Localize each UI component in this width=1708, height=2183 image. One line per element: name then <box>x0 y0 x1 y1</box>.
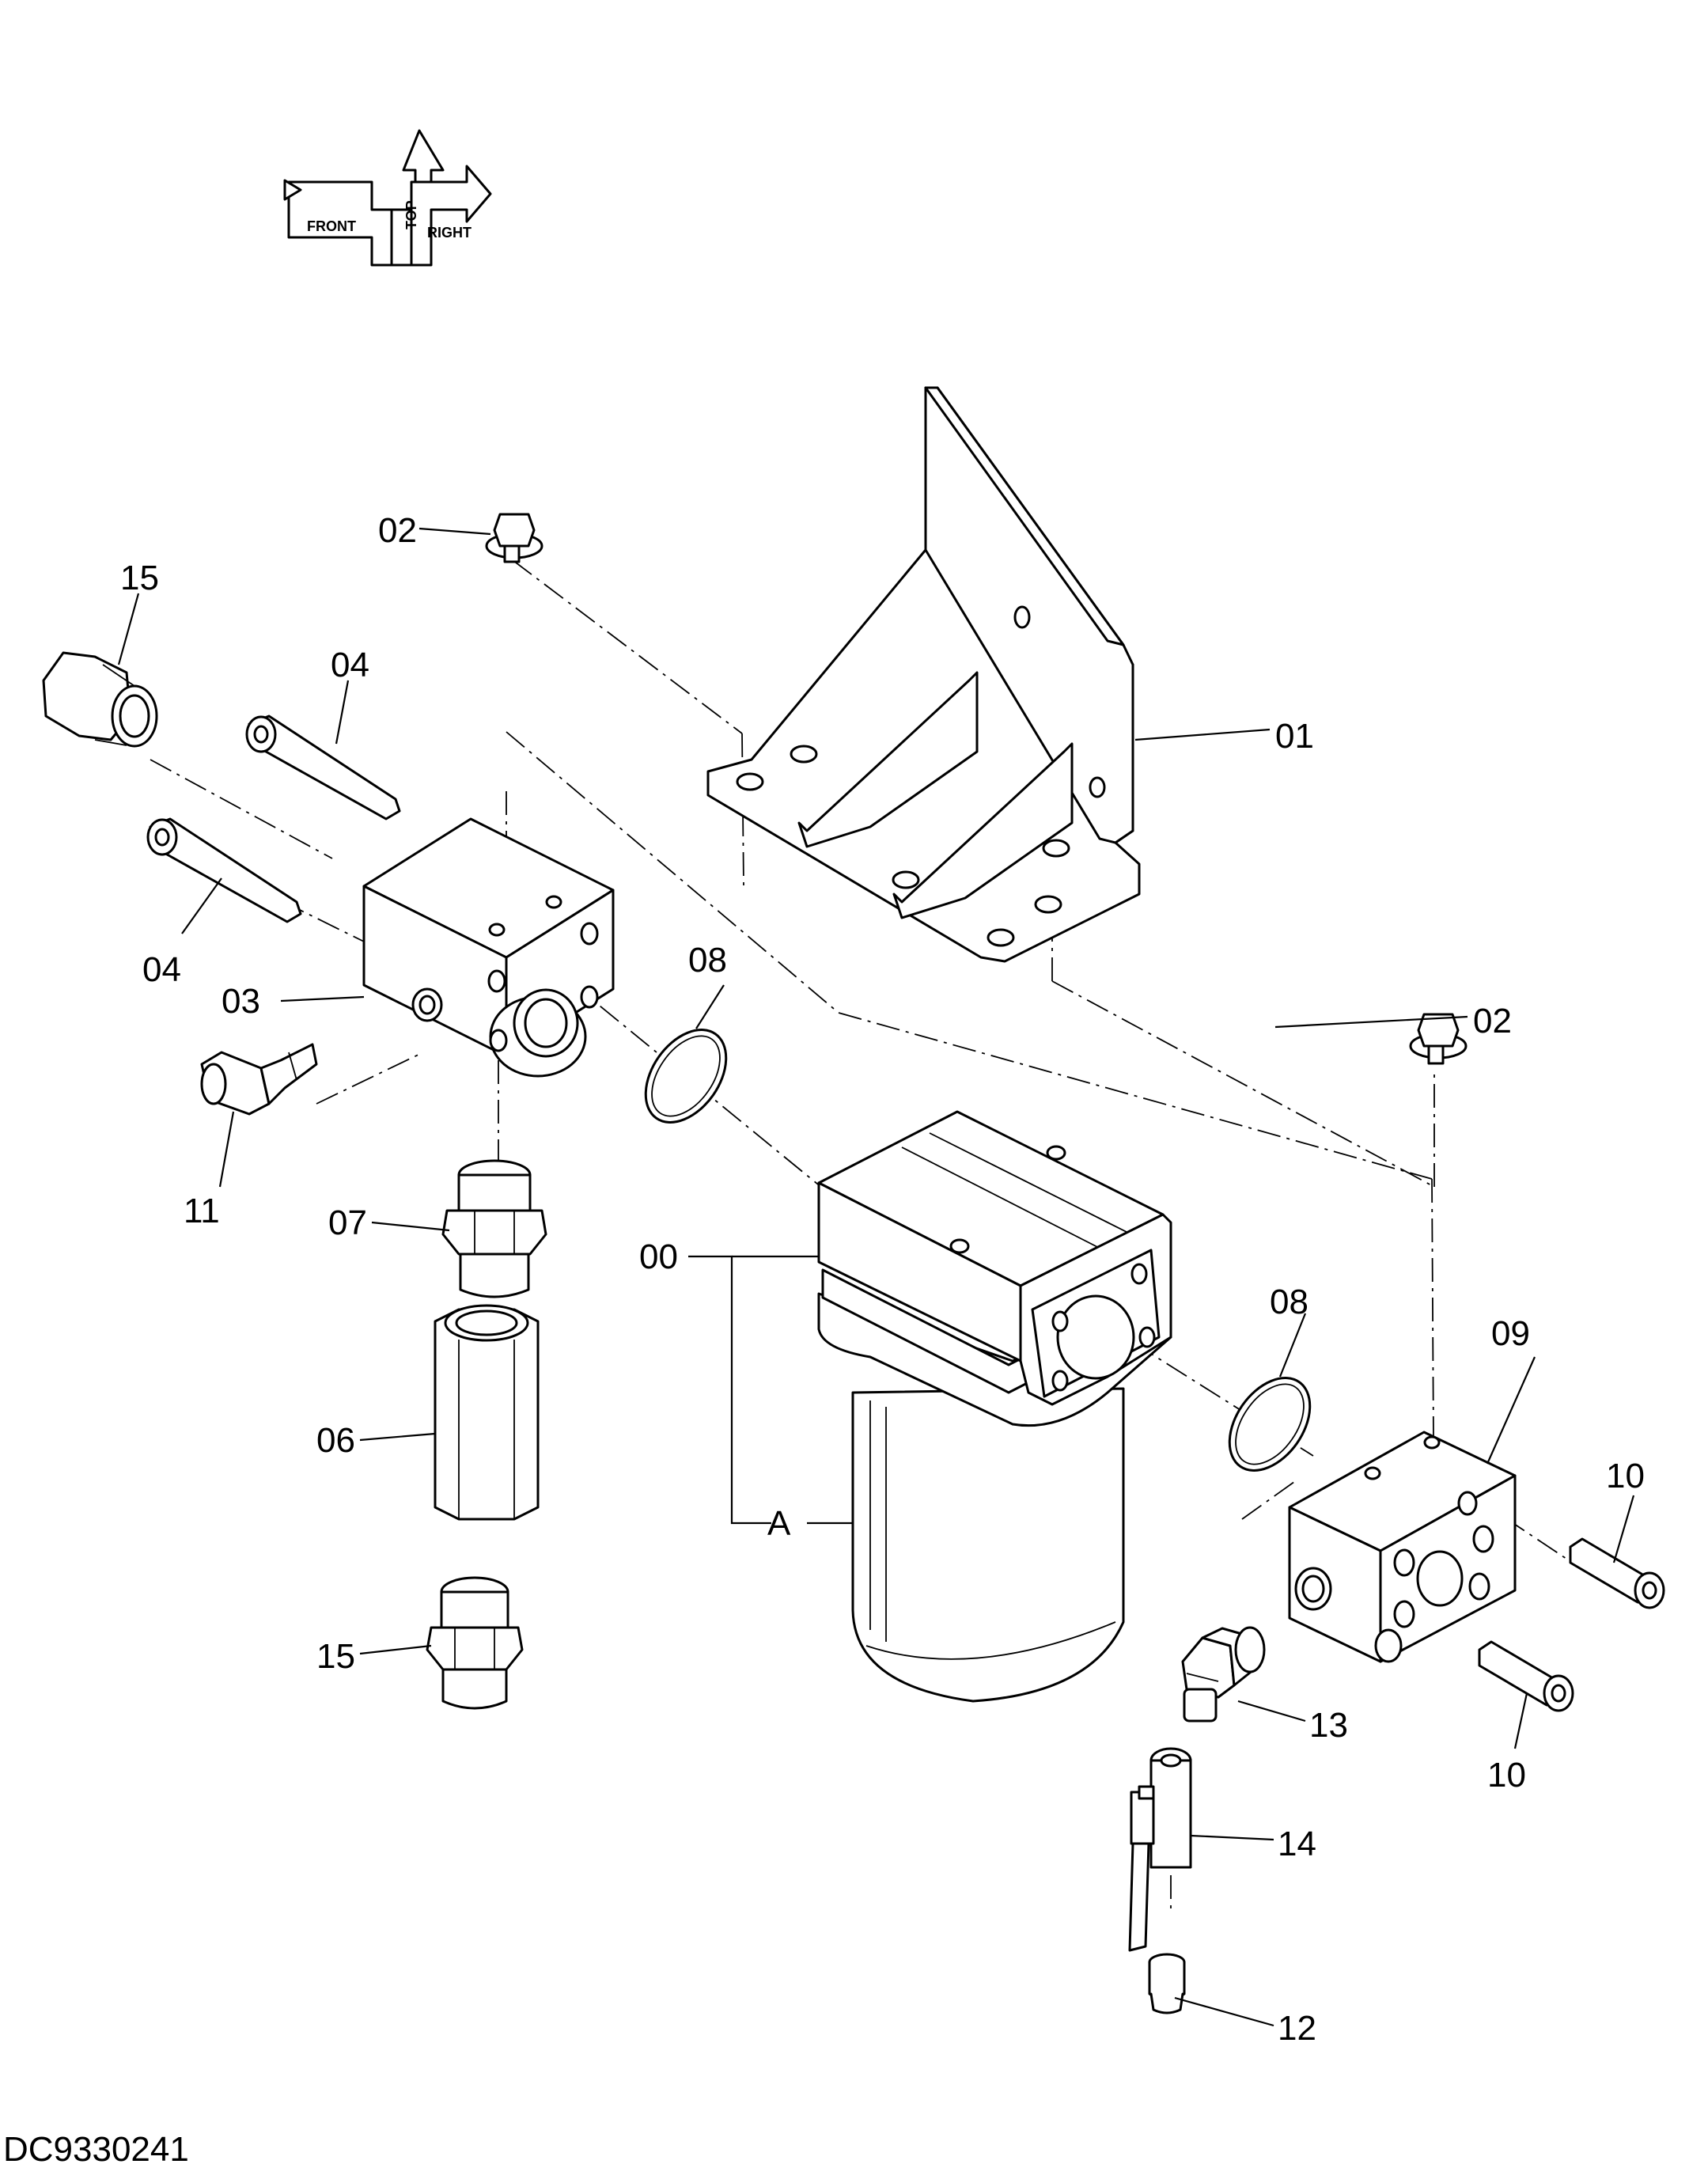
part-07-fitting <box>441 1159 547 1298</box>
callout-09: 09 <box>1491 1314 1530 1353</box>
part-13-elbow-fitting <box>1181 1626 1266 1723</box>
part-04-bolt-lower <box>146 817 302 923</box>
callout-03: 03 <box>222 982 260 1021</box>
callout-04-lower: 04 <box>142 950 181 989</box>
drawing-id: DC9330241 <box>3 2130 189 2169</box>
callout-11: 11 <box>184 1192 220 1230</box>
bracket-hole <box>1042 839 1070 858</box>
part-09-outlet-block <box>1288 1431 1517 1663</box>
part-11-sensor <box>200 1043 318 1116</box>
part-00-filter-assembly <box>817 1110 1172 1703</box>
callout-14: 14 <box>1278 1825 1316 1863</box>
callout-02-upper: 02 <box>378 511 417 550</box>
callout-12: 12 <box>1278 2009 1316 2048</box>
callout-13: 13 <box>1309 1706 1348 1745</box>
callout-08-right: 08 <box>1270 1283 1308 1321</box>
part-04-bolt-upper <box>245 714 401 821</box>
part-10-screw-lower <box>1478 1640 1574 1712</box>
part-15-fitting-upper <box>42 651 158 748</box>
part-08-o-ring-right <box>1228 1377 1312 1472</box>
callout-labels: 02 01 15 04 04 03 08 02 11 07 00 08 09 0… <box>120 511 1645 2048</box>
bracket-hole <box>892 870 920 889</box>
orientation-right-label: RIGHT <box>427 225 471 241</box>
bracket-hole <box>790 745 818 764</box>
orientation-symbol: FRONT TOP RIGHT <box>283 129 492 267</box>
bracket-hole <box>1034 895 1062 914</box>
callout-00: 00 <box>639 1237 678 1276</box>
part-08-o-ring-left <box>644 1029 728 1124</box>
callout-01: 01 <box>1275 717 1314 756</box>
part-15-fitting-lower <box>426 1576 524 1710</box>
orientation-top-label: TOP <box>403 200 419 229</box>
bracket-hole <box>987 928 1015 947</box>
part-06-hex-coupler <box>434 1304 540 1521</box>
bracket-hole <box>736 772 764 791</box>
callout-10-lower: 10 <box>1487 1756 1526 1795</box>
part-02-bolt-upper <box>485 513 543 563</box>
callout-07: 07 <box>328 1203 367 1242</box>
callout-15-upper: 15 <box>120 559 159 597</box>
part-02-bolt-lower <box>1409 1013 1468 1065</box>
part-03-head-block <box>362 817 615 1078</box>
bracket-hole <box>1013 605 1031 629</box>
callout-06: 06 <box>316 1421 355 1460</box>
part-10-screw-upper <box>1569 1537 1665 1609</box>
callout-10-upper: 10 <box>1606 1457 1645 1495</box>
part-14-connector <box>1128 1747 1192 1952</box>
part-12-cap <box>1148 1953 1186 2014</box>
callout-15-lower: 15 <box>316 1637 355 1676</box>
callout-02-lower: 02 <box>1473 1002 1512 1040</box>
part-01-bracket <box>706 386 1141 963</box>
callout-08-left: 08 <box>688 941 727 980</box>
leader-lines <box>117 527 1635 2027</box>
bracket-hole <box>1089 776 1106 798</box>
callout-A: A <box>767 1504 791 1543</box>
callout-04-upper: 04 <box>331 646 369 684</box>
orientation-front-label: FRONT <box>307 218 356 234</box>
